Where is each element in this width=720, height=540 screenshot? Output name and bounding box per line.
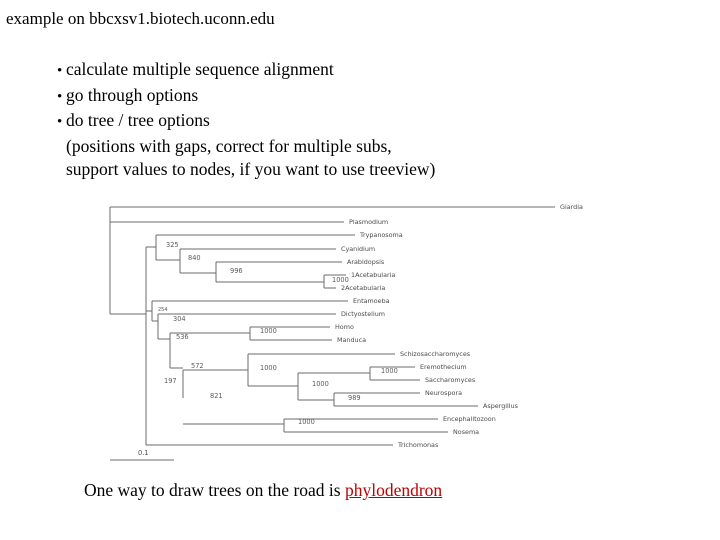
support-value: 840 xyxy=(188,254,201,262)
tree-support-values: 325 840 996 1000 254 304 536 572 197 821… xyxy=(158,241,398,426)
phylodendron-link[interactable]: phylodendron xyxy=(344,480,443,500)
taxon-label: Plasmodium xyxy=(349,218,388,226)
support-value: 197 xyxy=(164,377,177,385)
taxon-label: Aspergillus xyxy=(483,402,519,410)
list-item: •go through options xyxy=(57,84,677,110)
list-item-label: calculate multiple sequence alignment xyxy=(66,59,334,79)
taxon-label: Trypanosoma xyxy=(359,231,403,239)
support-value: 1000 xyxy=(312,380,329,388)
list-item: •do tree / tree options xyxy=(57,109,677,135)
support-value: 1000 xyxy=(298,418,315,426)
support-value: 325 xyxy=(166,241,179,249)
page-title: example on bbcxsv1.biotech.uconn.edu xyxy=(6,9,275,28)
taxon-label: Schizosaccharomyces xyxy=(400,350,471,358)
taxon-label: Nosema xyxy=(453,428,479,436)
support-value: 1000 xyxy=(260,364,277,372)
taxon-label: Arabidopsis xyxy=(347,258,385,266)
support-value: 821 xyxy=(210,392,223,400)
support-value: 996 xyxy=(230,267,243,275)
list-item-label: do tree / tree options xyxy=(66,110,210,130)
scale-bar-label: 0.1 xyxy=(138,449,149,457)
bullet-icon: • xyxy=(57,114,63,130)
support-value: 254 xyxy=(158,307,168,313)
list-item-continuation: (positions with gaps, correct for multip… xyxy=(66,135,392,156)
taxon-label: Eremothecium xyxy=(420,363,467,371)
tree-taxon-labels: Giardia Plasmodium Trypanosoma Cyanidium… xyxy=(335,203,583,449)
support-value: 1000 xyxy=(332,276,349,284)
taxon-label: Giardia xyxy=(560,203,583,211)
support-value: 572 xyxy=(191,362,204,370)
bullet-list: •calculate multiple sequence alignment •… xyxy=(57,58,677,182)
tree-branches xyxy=(109,206,555,461)
taxon-label: Cyanidium xyxy=(341,245,375,253)
list-item-label: go through options xyxy=(66,84,199,105)
bullet-icon: • xyxy=(57,88,63,105)
bullet-icon: • xyxy=(57,63,63,79)
support-value: 989 xyxy=(348,394,361,402)
taxon-label: 2Acetabularia xyxy=(341,284,385,292)
phylogenetic-tree-figure: Giardia Plasmodium Trypanosoma Cyanidium… xyxy=(108,198,618,468)
list-item: •calculate multiple sequence alignment xyxy=(57,58,677,84)
footer-text: One way to draw trees on the road is phy… xyxy=(84,479,442,501)
taxon-label: 1Acetabularia xyxy=(351,271,395,279)
taxon-label: Dictyostelium xyxy=(341,310,385,318)
taxon-label: Neurospora xyxy=(425,389,462,397)
footer-prefix: One way to draw trees on the road is xyxy=(84,480,345,500)
taxon-label: Entamoeba xyxy=(353,297,390,305)
support-value: 1000 xyxy=(260,327,277,335)
taxon-label: Homo xyxy=(335,323,354,331)
support-value: 1000 xyxy=(381,367,398,375)
taxon-label: Saccharomyces xyxy=(425,376,476,384)
support-value: 304 xyxy=(173,315,186,323)
support-value: 536 xyxy=(176,333,189,341)
taxon-label: Manduca xyxy=(337,336,366,344)
taxon-label: Encephalitozoon xyxy=(443,415,496,423)
taxon-label: Trichomonas xyxy=(397,441,439,449)
list-item-continuation: support values to nodes, if you want to … xyxy=(66,159,436,179)
